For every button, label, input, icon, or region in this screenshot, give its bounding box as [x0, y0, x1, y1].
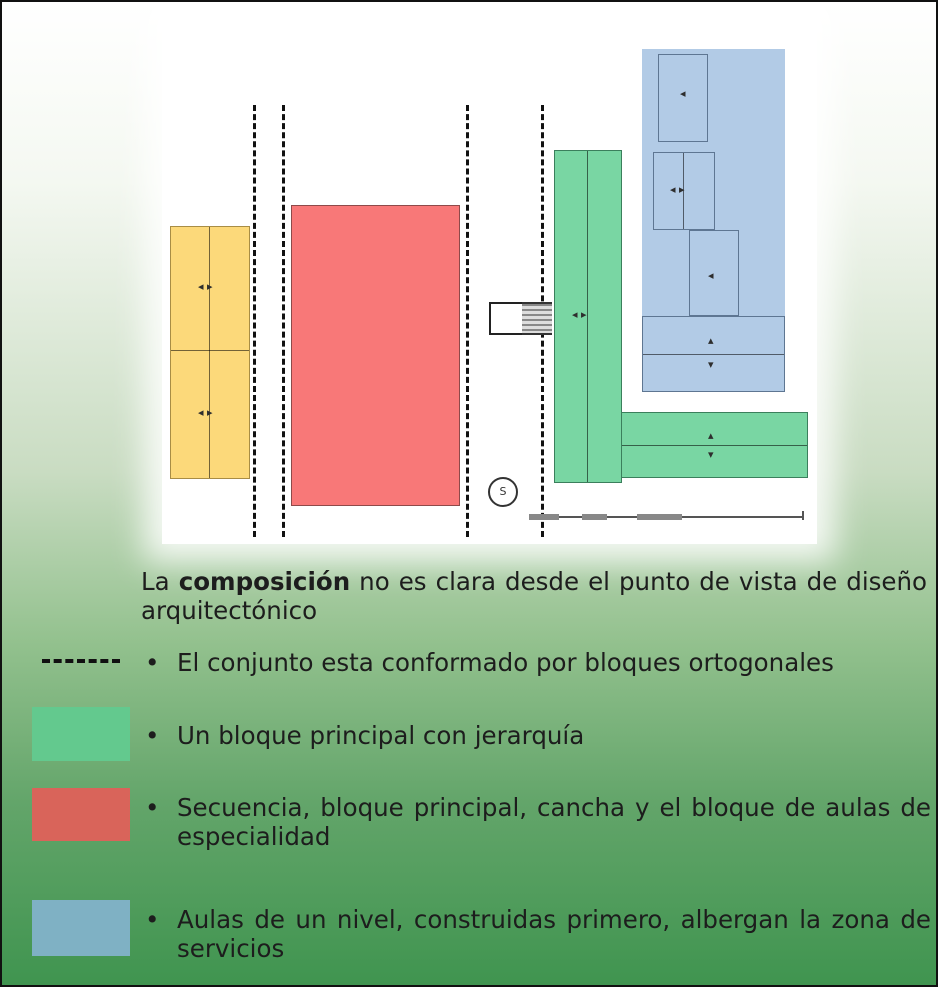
bullet-text: Secuencia, bloque principal, cancha y el… — [177, 793, 931, 851]
door-arrow-icon: ▴ — [708, 429, 714, 442]
blue-block — [642, 49, 785, 392]
bullet-dot: • — [145, 648, 160, 677]
bullet-text: Un bloque principal con jerarquía — [177, 721, 585, 750]
door-arrow-icon: ▴ — [708, 334, 714, 347]
bullet-item: • Secuencia, bloque principal, cancha y … — [141, 793, 931, 851]
door-arrow-icon: ▾ — [708, 448, 714, 461]
bullet-item: • Un bloque principal con jerarquía — [141, 721, 931, 750]
axis-dashed-line — [282, 105, 285, 537]
yellow-block-divider — [171, 350, 249, 351]
blue-block-room — [689, 230, 739, 316]
door-arrow-icon: ◂ ▸ — [670, 183, 685, 196]
yellow-block-divider — [209, 227, 210, 478]
bullet-item: • El conjunto esta conformado por bloque… — [141, 648, 931, 677]
green-block-vertical — [554, 150, 622, 483]
blue-block-room — [653, 152, 715, 230]
intro-text: La composición no es clara desde el punt… — [141, 567, 927, 625]
stairs-steps — [522, 302, 552, 335]
intro-after: no es clara desde el punto de vista de d… — [141, 567, 927, 625]
axis-dashed-line — [466, 105, 469, 537]
blue-block-room — [642, 316, 785, 392]
compass-icon: S — [488, 477, 518, 507]
door-arrow-icon: ▾ — [708, 358, 714, 371]
bullet-dot: • — [145, 793, 160, 822]
green-block-divider — [587, 151, 588, 482]
axis-dashed-line — [253, 105, 256, 537]
bullet-text: Aulas de un nivel, construidas primero, … — [177, 905, 931, 963]
door-arrow-icon: ◂ ▸ — [198, 280, 213, 293]
door-arrow-icon: ◂ — [708, 269, 714, 282]
door-arrow-icon: ◂ ▸ — [198, 406, 213, 419]
intro-bold: composición — [178, 567, 351, 596]
green-block-divider — [622, 445, 807, 446]
bullet-item: • Aulas de un nivel, construidas primero… — [141, 905, 931, 963]
bullet-dot: • — [145, 721, 160, 750]
blue-block-divider — [683, 153, 684, 229]
scale-bar-icon — [529, 511, 804, 520]
red-block — [291, 205, 460, 506]
blue-block-divider — [643, 354, 784, 355]
yellow-block — [170, 226, 250, 479]
legend-dashed-line — [42, 659, 120, 663]
bullet-text: El conjunto esta conformado por bloques … — [177, 648, 834, 677]
bullet-dot: • — [145, 905, 160, 934]
blue-block-room — [658, 54, 708, 142]
legend-blue-swatch — [32, 900, 130, 956]
door-arrow-icon: ◂ ▸ — [572, 308, 587, 321]
legend-red-swatch — [32, 788, 130, 841]
legend-green-swatch — [32, 707, 130, 761]
intro-before: La — [141, 567, 179, 596]
intro-paragraph: La composición no es clara desde el punt… — [141, 567, 927, 625]
door-arrow-icon: ◂ — [680, 87, 686, 100]
